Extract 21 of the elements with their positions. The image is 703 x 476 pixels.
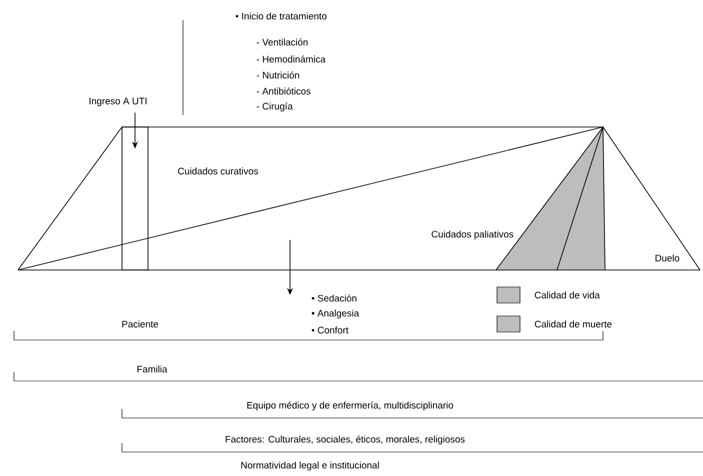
region-label: Cuidados curativos (178, 168, 258, 174)
list-item: • Analgesia (312, 310, 360, 318)
event-label: Ingreso A UTI (90, 98, 146, 106)
list-item: - Hemodinámica (256, 55, 326, 63)
list-item: - Cirugía (256, 102, 293, 112)
list-item: • Confort (312, 326, 348, 334)
bracket-label: Factores: Culturales, sociales, éticos, morales, religiosos (226, 436, 465, 444)
admission-column (122, 126, 148, 270)
bracket-label: Normatividad legal e institucional (241, 462, 379, 470)
region-label: Duelo (656, 254, 680, 262)
bracket-label: Paciente (122, 320, 158, 328)
list-heading: • Inicio de tratamiento (236, 12, 326, 20)
legend-label: Calidad de muerte (534, 320, 612, 328)
list-item: - Ventilación (256, 38, 308, 46)
bracket-label: Equipo médico y de enfermería, multidisciplinario (247, 402, 454, 410)
region-label: Cuidados paliativos (432, 230, 514, 240)
list-item: - Antibióticos (256, 87, 310, 95)
bracket-label: Familia (137, 366, 168, 372)
list-item: • Sedación (312, 294, 356, 302)
list-item: - Nutrición (256, 71, 300, 79)
legend-label: Calidad de vida (534, 292, 600, 298)
